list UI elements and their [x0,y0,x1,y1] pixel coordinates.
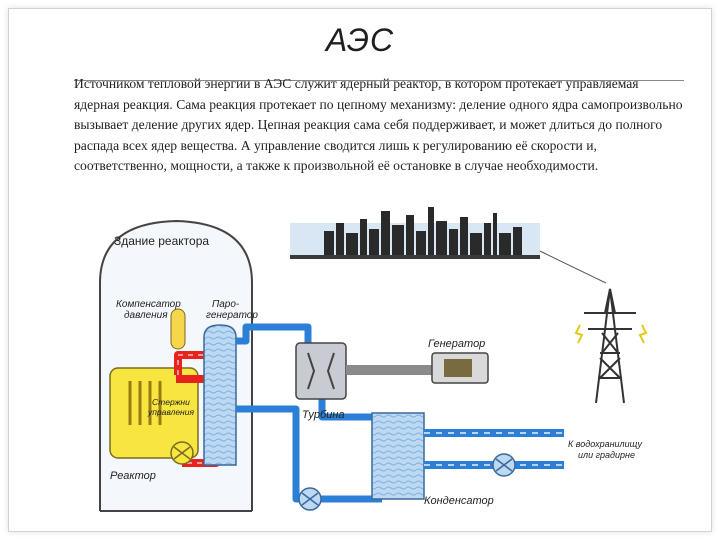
slide-body-text: Источником тепловой энергии в АЭС служит… [74,76,683,173]
label-condenser: Конденсатор [424,495,494,507]
cooling-pump-icon [492,453,516,477]
label-reactor: Реактор [110,470,156,482]
label-control-rods-1: Стержни [152,397,190,407]
primary-pump-icon [170,441,194,465]
condenser [371,412,425,500]
label-pressurizer-1: Компенсатор [116,299,181,310]
pressurizer [170,308,186,350]
title-underline [74,80,684,81]
transmission-tower-icon [584,288,636,404]
secondary-loop-pipe [236,323,382,503]
label-generator: Генератор [428,338,485,350]
label-turbine: Турбина [302,409,344,421]
city-skyline-icon [324,207,522,257]
control-rods-icon [128,381,162,425]
label-steam-gen-2: генератор [206,310,258,321]
label-pressurizer-2: давления [124,310,168,321]
reactor-vessel [109,367,199,459]
slide-frame [8,8,712,532]
slide-title: АЭС [325,22,395,58]
turbine-shaft [346,365,436,375]
label-cooling-2: или градирне [578,450,635,460]
label-control-rods-2: управления [147,407,194,417]
city-ground [290,255,540,259]
turbine [295,342,347,400]
label-cooling-1: К водохранилищу [568,439,642,449]
lightning-icon [574,324,648,344]
label-building: Здание реактора [114,234,209,248]
npp-diagram: Здание реактора Компенсатор давления Сте… [99,207,648,512]
generator [431,352,489,384]
label-steam-gen-1: Паро- [212,299,240,310]
power-line [539,250,607,284]
steam-generator [203,324,237,466]
secondary-pump-icon [298,487,322,511]
